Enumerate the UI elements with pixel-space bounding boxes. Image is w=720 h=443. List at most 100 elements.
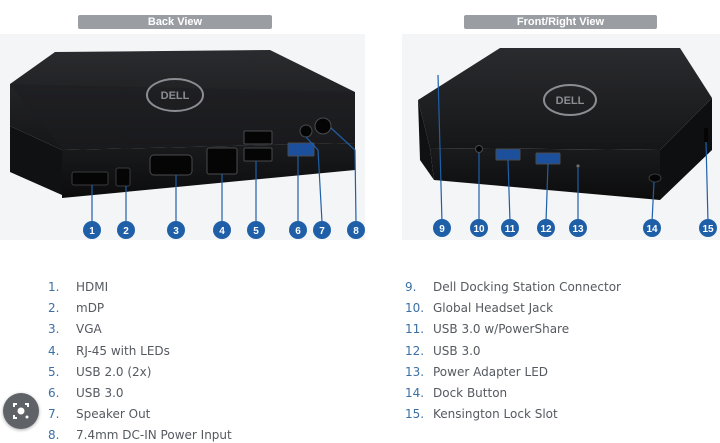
power-led xyxy=(576,164,580,168)
legend-label: USB 2.0 (2x) xyxy=(76,365,152,379)
visual-search-lens-icon[interactable] xyxy=(3,393,39,429)
front-leader-lines xyxy=(437,74,709,223)
legend-label: mDP xyxy=(76,301,105,315)
logo-text-back: DELL xyxy=(161,90,190,102)
callout-8: 8 xyxy=(347,221,365,239)
legend-label: Dock Button xyxy=(433,386,508,400)
back-callouts: 1 2 3 4 5 6 7 8 xyxy=(83,221,365,239)
usb2-port-top xyxy=(243,130,273,145)
legend-label: RJ-45 with LEDs xyxy=(76,344,170,358)
kensington-slot xyxy=(704,128,708,142)
front-view-header: Front/Right View xyxy=(464,15,657,29)
legend-item: 7. Speaker Out xyxy=(48,407,150,421)
dc-in-port xyxy=(314,117,332,135)
svg-text:4: 4 xyxy=(219,226,225,237)
legend-item: 9. Dell Docking Station Connector xyxy=(405,280,621,294)
callout-2: 2 xyxy=(117,221,135,239)
dock-front-view: DELL xyxy=(418,48,712,200)
svg-text:14: 14 xyxy=(646,224,658,235)
callout-6: 6 xyxy=(289,221,307,239)
dock-back-view: DELL xyxy=(10,50,355,198)
legend-label: USB 3.0 xyxy=(433,344,481,358)
legend-item: 8. 7.4mm DC-IN Power Input xyxy=(48,428,232,442)
legend-item: 1. HDMI xyxy=(48,280,108,294)
back-leader-lines xyxy=(91,127,357,223)
back-view-header: Back View xyxy=(78,15,272,29)
svg-text:12: 12 xyxy=(540,224,552,235)
callout-10: 10 xyxy=(470,219,488,237)
legend-number: 3. xyxy=(48,322,60,336)
usb2-port-bottom xyxy=(243,147,273,162)
legend-number: 14. xyxy=(405,386,425,400)
callout-7: 7 xyxy=(313,221,331,239)
hdmi-port xyxy=(71,171,109,186)
legend-item: 4.RJ-45 with LEDs xyxy=(48,344,170,358)
legend-label: 7.4mm DC-IN Power Input xyxy=(76,428,232,442)
svg-text:3: 3 xyxy=(173,226,179,237)
dell-logo-back: DELL xyxy=(146,78,204,112)
svg-text:1: 1 xyxy=(89,226,95,237)
legend-item: 11. USB 3.0 w/PowerShare xyxy=(405,322,569,336)
callout-14: 14 xyxy=(643,219,661,237)
legend-label: Dell Docking Station Connector xyxy=(433,280,621,294)
speaker-out-jack xyxy=(299,124,313,138)
callout-15: 15 xyxy=(699,219,717,237)
legend-label: Kensington Lock Slot xyxy=(433,407,558,421)
vga-port xyxy=(149,154,193,176)
callout-3: 3 xyxy=(167,221,185,239)
callout-9: 9 xyxy=(433,219,451,237)
svg-text:6: 6 xyxy=(295,226,301,237)
legend-item: 12. USB 3.0 xyxy=(405,344,481,358)
callout-12: 12 xyxy=(537,219,555,237)
callout-13: 13 xyxy=(569,219,587,237)
legend-item: 3. VGA xyxy=(48,322,102,336)
lens-glyph-icon xyxy=(13,403,29,419)
mdp-port xyxy=(115,167,131,187)
legend-item: 15. Kensington Lock Slot xyxy=(405,407,558,421)
legend-number: 1. xyxy=(48,280,60,294)
usb3-port-front xyxy=(535,152,561,165)
front-callouts: 9 10 11 12 13 14 15 xyxy=(433,219,717,237)
legend-number: 8. xyxy=(48,428,60,442)
legend-number: 2. xyxy=(48,301,60,315)
legend-label: USB 3.0 w/PowerShare xyxy=(433,322,570,336)
legend-item: 5. USB 2.0 (2x) xyxy=(48,365,151,379)
rj45-port xyxy=(206,147,238,175)
callout-4: 4 xyxy=(213,221,231,239)
svg-text:13: 13 xyxy=(572,224,584,235)
svg-text:8: 8 xyxy=(353,226,359,237)
legend-label: Global Headset Jack xyxy=(433,301,554,315)
dell-logo-front: DELL xyxy=(543,84,597,116)
logo-text-front: DELL xyxy=(556,95,585,107)
legend-number: 6. xyxy=(48,386,60,400)
legend-label: VGA xyxy=(76,322,102,336)
callout-1: 1 xyxy=(83,221,101,239)
svg-text:7: 7 xyxy=(319,226,325,237)
svg-text:11: 11 xyxy=(505,224,516,235)
legend-number: 11. xyxy=(405,322,425,336)
svg-text:2: 2 xyxy=(123,226,129,237)
legend-number: 9. xyxy=(405,280,417,294)
svg-text:10: 10 xyxy=(473,224,485,235)
dock-button xyxy=(648,173,662,183)
svg-text:9: 9 xyxy=(439,224,445,235)
legend-label: Speaker Out xyxy=(76,407,151,421)
legend-item: 2. mDP xyxy=(48,301,104,315)
legend-label: Power Adapter LED xyxy=(433,365,549,379)
legend-number: 7. xyxy=(48,407,60,421)
legend-item: 6. USB 3.0 xyxy=(48,386,124,400)
usb3-powershare-port xyxy=(495,148,521,161)
callout-5: 5 xyxy=(247,221,265,239)
legend-number: 10. xyxy=(405,301,425,315)
legend-item: 14. Dock Button xyxy=(405,386,507,400)
usb3-port-back xyxy=(287,142,315,157)
legend-number: 5. xyxy=(48,365,60,379)
legend-number: 12. xyxy=(405,344,425,358)
legend-number: 15. xyxy=(405,407,425,421)
legend-label: USB 3.0 xyxy=(76,386,124,400)
callout-11: 11 xyxy=(501,219,519,237)
legend-item: 13. Power Adapter LED xyxy=(405,365,548,379)
legend-number: 13. xyxy=(405,365,425,379)
legend-label: HDMI xyxy=(76,280,109,294)
svg-text:15: 15 xyxy=(702,224,714,235)
